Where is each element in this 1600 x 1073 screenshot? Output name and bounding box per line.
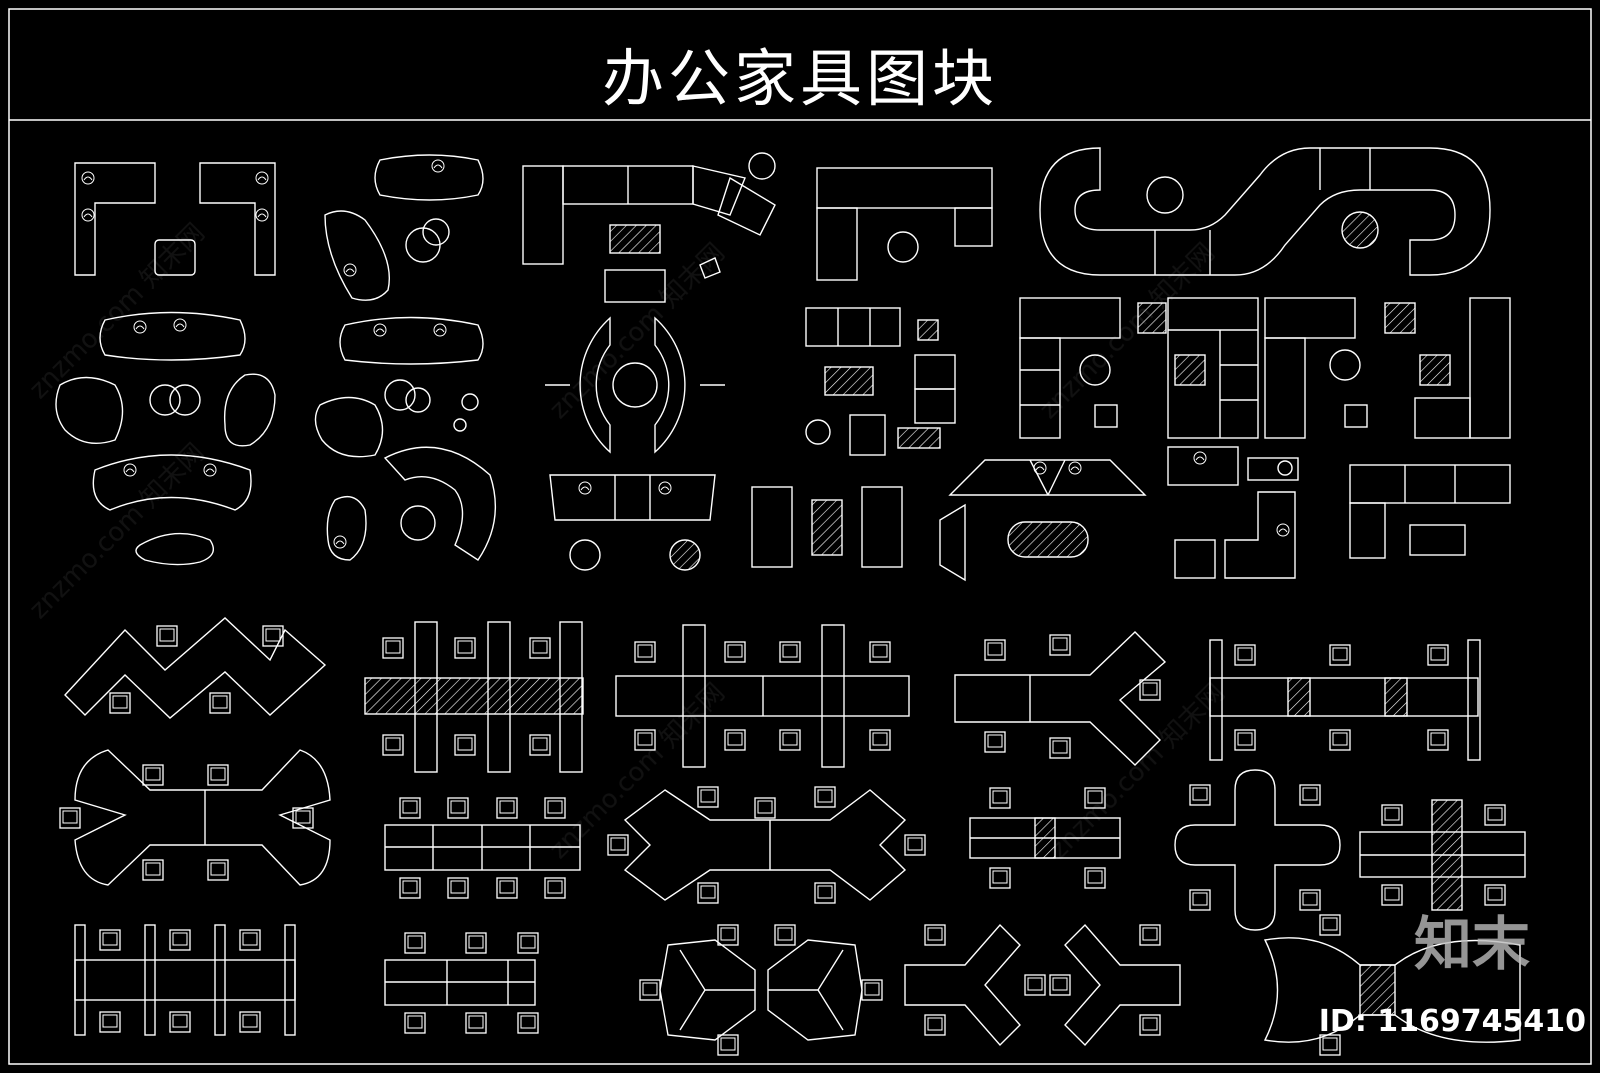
round-sofa [545,316,725,571]
watermark-id: ID: 1169745410 [1318,1004,1586,1039]
linear-workstation-2 [615,624,910,768]
bench-workstation-4 [384,932,539,1034]
small-sofa-group [751,307,956,568]
bowtie-table [1263,914,1521,1056]
s-curve-sofa [1039,147,1491,276]
sectional-sofa-2 [816,167,993,281]
zigzag-workstation [64,617,327,719]
sectional-sofa-1 [522,152,776,303]
modular-sofa-grid [1019,297,1511,439]
y-workstation-pair [904,923,1181,1047]
watermark-site-text: znzmo.com 知末网 [1034,238,1221,425]
watermark-site-text: znzmo.com 知末网 [24,218,211,405]
bench-workstation-3 [1359,799,1526,911]
linear-workstation-3 [1209,639,1481,761]
hexagon-pair-workstation [639,924,883,1056]
watermark-logo: 知末 [1413,910,1530,978]
curved-sofa-set-3 [314,316,496,561]
l-desk-pair [74,162,276,276]
triangle-sofa [939,459,1147,582]
linear-workstation-1 [364,621,584,773]
bench-workstation-2 [969,787,1121,889]
sheet-border [8,8,1592,1065]
corner-sofa-set [1167,446,1511,579]
drawing-title: 办公家具图块 [601,42,998,115]
watermark-site-text: znzmo.com 知末网 [1044,678,1231,865]
hex-workstation-2 [607,786,926,904]
bench-workstation-1 [384,797,581,899]
cross-workstation [1174,769,1341,931]
watermark-site-text: znzmo.com 知末网 [544,238,731,425]
curved-sofa-set-2 [55,311,276,566]
watermark-site-text: znzmo.com 知末网 [24,438,211,625]
curved-sofa-set-1 [324,154,484,301]
hex-workstation-1 [59,749,331,886]
double-t-workstation [74,924,296,1036]
y-workstation-1 [954,631,1167,766]
